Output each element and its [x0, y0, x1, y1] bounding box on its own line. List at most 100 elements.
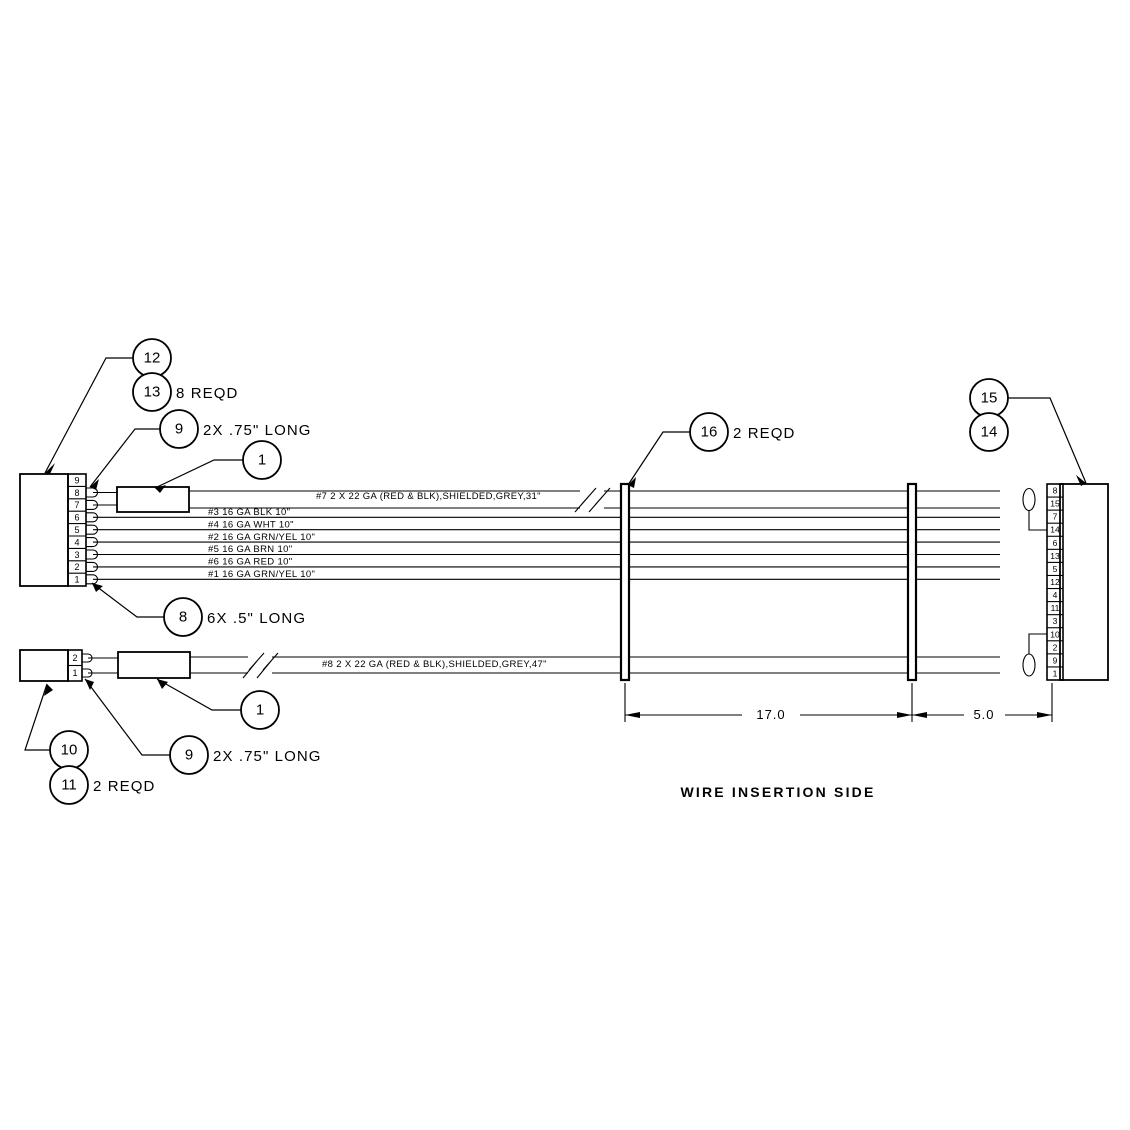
leader-arrow [44, 684, 53, 696]
leader-arrow [157, 679, 168, 689]
terminal-label: 1 [1053, 669, 1058, 679]
terminal-label: 13 [1050, 551, 1060, 561]
balloon-1-upper[interactable]: 1 [242, 440, 282, 480]
balloon-12[interactable]: 12 [132, 338, 172, 378]
balloon-14[interactable]: 14 [969, 412, 1009, 452]
terminal-label: 7 [1053, 512, 1058, 522]
wire-label: #4 16 GA WHT 10" [208, 519, 294, 530]
balloon-number: 1 [256, 702, 264, 719]
dim-arrow-right [1037, 712, 1052, 718]
balloon-circle [132, 372, 172, 412]
terminal-label: 14 [1050, 525, 1060, 535]
left-pin-label: 4 [74, 537, 79, 547]
left-bottom-pin-label: 1 [72, 668, 77, 678]
terminal-label: 3 [1053, 616, 1058, 626]
balloon-11[interactable]: 11 2 REQD [49, 765, 155, 805]
leader-arrow [45, 463, 55, 474]
wire-label: #2 16 GA GRN/YEL 10" [208, 532, 315, 543]
terminal-label: 15 [1050, 499, 1060, 509]
balloon-note: 6X .5" LONG [207, 610, 306, 627]
wire-label: #6 16 GA RED 10" [208, 557, 293, 568]
balloon-1-lower[interactable]: 1 [240, 690, 280, 730]
right-terminal-dividers [1047, 496, 1063, 668]
terminal-label: 4 [1053, 590, 1058, 600]
leader-arrow [628, 477, 636, 488]
balloon-9-upper[interactable]: 9 2X .75" LONG [159, 409, 312, 449]
dimension-group: 17.0 5.0 [624, 683, 1053, 722]
balloon-number: 11 [61, 777, 77, 794]
leader-lines [24, 357, 1087, 756]
lower-cable-label: #8 2 X 22 GA (RED & BLK),SHIELDED,GREY,4… [322, 659, 547, 670]
wire-label: #3 16 GA BLK 10" [208, 507, 290, 518]
left-pin-label: 3 [74, 550, 79, 560]
left-bottom-crimp-terminals [81, 653, 93, 678]
upper-shielded-cable: #7 2 X 22 GA (RED & BLK),SHIELDED,GREY,3… [93, 486, 1000, 513]
tie-wrap-group [619, 482, 918, 682]
left-pin-label: 1 [74, 575, 79, 585]
upper-shield-drain-loop [1022, 487, 1047, 531]
balloon-15[interactable]: 15 [969, 378, 1009, 418]
leader-arrow [92, 583, 103, 592]
balloon-circle [49, 765, 89, 805]
balloon-number: 12 [144, 350, 161, 367]
left-top-connector-body [19, 473, 69, 587]
tie-wrap-left [619, 482, 631, 682]
balloon-note: 2X .75" LONG [213, 748, 322, 765]
balloon-circle [159, 409, 199, 449]
terminal-label: 11 [1051, 603, 1060, 613]
balloon-number: 16 [701, 424, 718, 441]
dimension-value: 5.0 [973, 707, 994, 722]
balloon-note: 8 REQD [176, 385, 238, 402]
dim-arrow-left [625, 712, 640, 718]
left-pin-label: 5 [74, 525, 79, 535]
terminal-label: 8 [1053, 486, 1058, 496]
left-pin-label: 6 [74, 513, 79, 523]
balloon-circle [169, 735, 209, 775]
balloon-number: 9 [175, 421, 183, 438]
right-terminal-block: 8 15 7 14 6 13 5 12 4 11 3 10 2 9 1 [1022, 483, 1109, 681]
dim-arrow-left [912, 712, 927, 718]
balloon-note: 2 REQD [93, 778, 155, 795]
balloon-9-lower[interactable]: 9 2X .75" LONG [169, 735, 322, 775]
right-terminal-block-body [1059, 483, 1109, 681]
balloon-10[interactable]: 10 [49, 730, 89, 770]
right-terminal-numbers: 8 15 7 14 6 13 5 12 4 11 3 10 2 9 1 [1050, 486, 1060, 679]
balloon-number: 14 [981, 424, 998, 441]
leader-arrow [155, 485, 166, 493]
balloon-number: 15 [981, 390, 998, 407]
balloon-circle [689, 412, 729, 452]
terminal-label: 5 [1053, 564, 1058, 574]
balloon-8[interactable]: 8 6X .5" LONG [163, 597, 306, 637]
wire-label: #1 16 GA GRN/YEL 10" [208, 569, 315, 580]
upper-cable-boot [116, 486, 190, 513]
tie-wrap-right [906, 482, 918, 682]
left-pin-label: 8 [74, 488, 79, 498]
discrete-wire-bundle: #3 16 GA BLK 10" #4 16 GA WHT 10" #2 16 … [93, 507, 1000, 580]
lower-cable-boot [117, 651, 191, 679]
balloon-16[interactable]: 16 2 REQD [689, 412, 795, 452]
terminal-label: 9 [1053, 655, 1058, 665]
terminal-label: 6 [1053, 538, 1058, 548]
balloon-note: 2X .75" LONG [203, 422, 312, 439]
right-terminal-strip [1046, 483, 1064, 681]
lower-shield-drain-loop [1022, 633, 1047, 677]
leader-arrow [85, 679, 94, 690]
upper-cable-label: #7 2 X 22 GA (RED & BLK),SHIELDED,GREY,3… [316, 491, 541, 502]
left-pin-label: 2 [74, 562, 79, 572]
balloon-number: 13 [144, 384, 161, 401]
left-pin-label: 9 [74, 476, 79, 486]
upper-cable-break-symbol [574, 487, 611, 513]
leader-arrow [1076, 475, 1086, 486]
terminal-label: 12 [1050, 577, 1060, 587]
lower-cable-break-symbol [242, 652, 279, 679]
left-bottom-connector-body [19, 649, 69, 682]
balloon-circle [242, 440, 282, 480]
leader-arrow [90, 479, 99, 490]
balloon-13[interactable]: 13 8 REQD [132, 372, 238, 412]
wire-label: #5 16 GA BRN 10" [208, 544, 293, 555]
balloon-circle [969, 412, 1009, 452]
left-top-crimp-terminals [85, 487, 99, 585]
left-bottom-pin-label: 2 [72, 653, 77, 663]
left-top-pin-numbers: 9 8 7 6 5 4 3 2 1 [74, 476, 79, 585]
